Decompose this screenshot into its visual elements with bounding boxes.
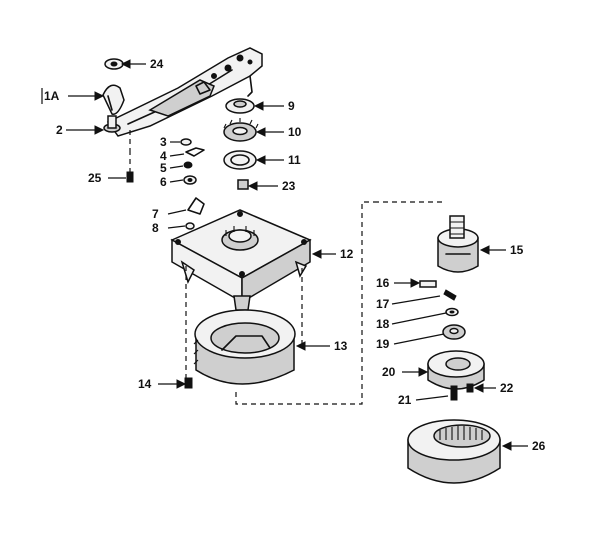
callout-16: 16	[376, 276, 390, 290]
part-15-pinion-housing	[437, 215, 479, 273]
part-20-ring	[427, 350, 485, 390]
callout-24: 24	[150, 57, 164, 71]
callout-14: 14	[138, 377, 152, 391]
callout-21: 21	[398, 393, 412, 407]
callout-15: 15	[510, 243, 524, 257]
part-17-pin	[443, 289, 457, 301]
callout-20: 20	[382, 365, 396, 379]
part-6-spacer	[183, 175, 197, 185]
callout-10: 10	[288, 125, 302, 139]
callout-22: 22	[500, 381, 514, 395]
part-13-lower-housing	[193, 309, 296, 385]
part-10-gear	[223, 118, 259, 142]
callout-9: 9	[288, 99, 295, 113]
part-25-screw	[126, 150, 134, 183]
callout-8: 8	[152, 221, 159, 235]
part-23-nut	[237, 179, 249, 190]
part-14-screw	[184, 377, 193, 389]
callout-11: 11	[288, 153, 301, 167]
part-7-bracket	[187, 197, 205, 215]
part-arm-assembly	[106, 47, 263, 137]
leader-lines	[66, 59, 528, 451]
part-11-washer	[223, 150, 257, 170]
part-5-ring	[183, 161, 193, 169]
callout-25: 25	[88, 171, 102, 185]
callout-13: 13	[334, 339, 348, 353]
part-2-pivot-bolt	[103, 115, 121, 133]
part-4-clip	[185, 147, 205, 157]
part-8-nut	[185, 222, 195, 230]
callout-4: 4	[160, 149, 167, 163]
callout-1a: 1A	[44, 89, 60, 103]
callout-6: 6	[160, 175, 167, 189]
part-19-gear	[442, 324, 466, 340]
part-1a-knob	[102, 84, 125, 115]
part-22-screw	[466, 383, 474, 393]
part-21-screw	[450, 385, 458, 401]
callout-2: 2	[56, 123, 63, 137]
callout-12: 12	[340, 247, 354, 261]
callout-5: 5	[160, 161, 167, 175]
part-18-washer	[445, 307, 459, 317]
part-16-key	[419, 280, 437, 288]
part-9-cap	[225, 98, 255, 114]
callout-3: 3	[160, 135, 167, 149]
part-12-housing-plate	[170, 209, 312, 311]
callout-labels: 24 1A 2 9 10 3 4 5 6 11 25 23 7 8 12 15 …	[41, 57, 546, 453]
callout-18: 18	[376, 317, 390, 331]
callout-26: 26	[532, 439, 546, 453]
callout-17: 17	[376, 297, 390, 311]
callout-23: 23	[282, 179, 296, 193]
alignment-dashed-lines	[129, 130, 446, 405]
callout-19: 19	[376, 337, 390, 351]
callout-7: 7	[152, 207, 159, 221]
part-3-washer	[180, 138, 192, 146]
part-26-bearing-ring	[407, 419, 501, 484]
